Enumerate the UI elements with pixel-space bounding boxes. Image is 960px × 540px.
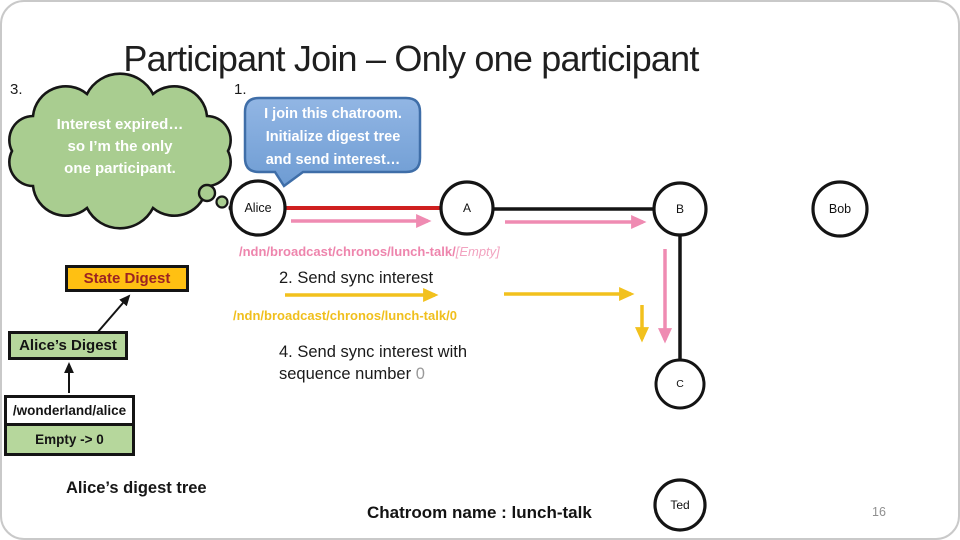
step-2-text: 2. Send sync interest — [279, 269, 434, 287]
thought-cloud-shape — [8, 72, 232, 230]
node-bob-circle — [811, 180, 869, 238]
speech-bubble-line-3: and send interest… — [265, 152, 401, 168]
node-alice-label: Alice — [244, 201, 272, 215]
speech-bubble-line-2: Initialize digest tree — [265, 129, 401, 145]
node-c-label: C — [676, 378, 684, 390]
step-3-label: 3. — [10, 81, 23, 98]
step-4-line-1: 4. Send sync interest with — [279, 343, 468, 361]
step-4-sequence-number: 0 — [415, 365, 425, 383]
node-ted-label: Ted — [670, 498, 690, 512]
speech-bubble-line-1: I join this chatroom. — [264, 106, 402, 122]
step-4-line-2-prefix: sequence number — [279, 365, 416, 383]
node-ted-circle — [653, 478, 707, 532]
node-a-label: A — [462, 201, 471, 215]
node-b-label: B — [675, 202, 684, 216]
leaf-value-box: Empty -> 0 — [4, 423, 135, 456]
node-c-circle — [654, 358, 706, 410]
slide-title: Participant Join – Only one participant — [123, 38, 699, 79]
sync-interest-empty-prefix: /ndn/broadcast/chronos/lunch-talk/ — [239, 244, 456, 259]
node-b-circle — [652, 181, 708, 237]
tree-arrow-alicedigest-to-statedigest — [96, 294, 131, 334]
state-digest-box: State Digest — [65, 265, 189, 292]
thought-cloud-line-3: one participant. — [64, 160, 176, 177]
page-number: 16 — [872, 505, 886, 519]
thought-bubble-dot-medium — [215, 195, 229, 209]
step-4-line-2: sequence number 0 — [279, 365, 425, 384]
step-1-label: 1. — [234, 81, 247, 98]
leaf-name-box: /wonderland/alice — [4, 395, 135, 426]
thought-cloud-line-2: so I’m the only — [67, 138, 173, 155]
thought-cloud-line-1: Interest expired… — [56, 116, 184, 133]
speech-bubble-shape — [243, 96, 422, 188]
sync-interest-empty-name: /ndn/broadcast/chronos/lunch-talk/[Empty… — [239, 244, 500, 259]
node-bob-label: Bob — [828, 202, 852, 216]
node-a-circle — [439, 180, 495, 236]
chatroom-name-label: Chatroom name : lunch-talk — [367, 503, 592, 522]
speech-bubble-text: I join this chatroom. Initialize digest … — [248, 103, 418, 172]
node-alice-circle — [229, 179, 287, 237]
sync-interest-seq0-name: /ndn/broadcast/chronos/lunch-talk/0 — [233, 308, 457, 323]
thought-bubble-dot-large — [197, 183, 217, 203]
digest-tree-caption: Alice’s digest tree — [66, 479, 207, 497]
thought-cloud-text: Interest expired… so I’m the only one pa… — [24, 114, 216, 180]
alice-digest-box: Alice’s Digest — [8, 331, 128, 360]
sync-interest-empty-suffix: [Empty] — [455, 244, 500, 259]
